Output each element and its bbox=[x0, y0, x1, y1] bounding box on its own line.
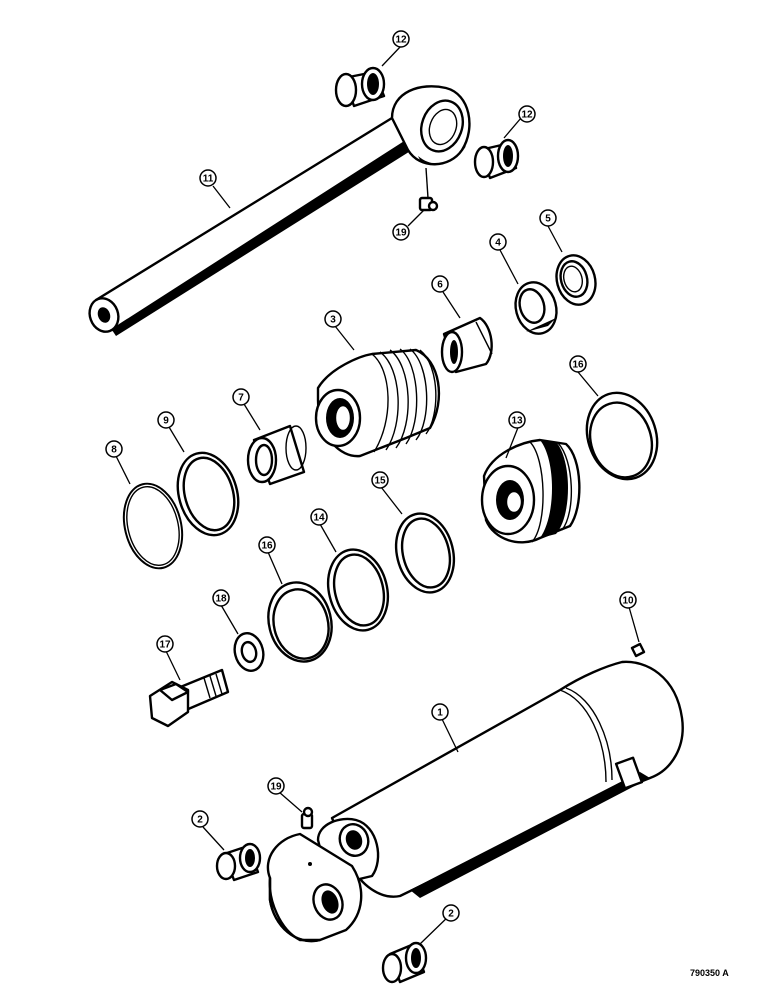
cylinder-barrel bbox=[266, 660, 684, 943]
wear-ring-16-upper bbox=[585, 391, 659, 481]
callout-16-upper: 16 bbox=[569, 355, 587, 373]
svg-text:6: 6 bbox=[437, 280, 443, 291]
callout-16-lower: 16 bbox=[258, 536, 276, 554]
svg-text:17: 17 bbox=[159, 640, 171, 651]
callout-3: 3 bbox=[324, 310, 342, 328]
svg-text:12: 12 bbox=[395, 35, 407, 46]
svg-text:15: 15 bbox=[374, 476, 386, 487]
callout-6: 6 bbox=[431, 275, 449, 293]
svg-text:2: 2 bbox=[448, 909, 454, 920]
seal-15 bbox=[394, 512, 456, 594]
callout-8: 8 bbox=[105, 440, 123, 458]
plug-10 bbox=[630, 642, 646, 658]
callout-7: 7 bbox=[232, 388, 250, 406]
callout-12-top-left: 12 bbox=[392, 30, 410, 48]
svg-text:8: 8 bbox=[111, 445, 117, 456]
svg-text:16: 16 bbox=[261, 541, 273, 552]
callout-14: 14 bbox=[310, 508, 328, 526]
svg-text:7: 7 bbox=[238, 393, 244, 404]
svg-text:18: 18 bbox=[215, 594, 227, 605]
bushing-bottom-right bbox=[381, 941, 428, 984]
callout-labels: 12 12 11 19 5 4 6 3 bbox=[105, 30, 637, 922]
svg-text:16: 16 bbox=[572, 360, 584, 371]
grease-fitting-top bbox=[418, 196, 439, 212]
svg-text:2: 2 bbox=[197, 815, 203, 826]
callout-5: 5 bbox=[539, 209, 557, 227]
grease-fitting-bottom bbox=[300, 806, 314, 830]
leader-lines bbox=[115, 45, 640, 945]
callout-10: 10 bbox=[619, 591, 637, 609]
seal-14 bbox=[326, 548, 390, 632]
svg-text:11: 11 bbox=[203, 174, 214, 185]
callout-18: 18 bbox=[212, 589, 230, 607]
svg-text:1: 1 bbox=[437, 708, 443, 719]
bushing-bottom-left bbox=[215, 842, 262, 882]
svg-text:12: 12 bbox=[521, 110, 533, 121]
o-ring-8 bbox=[122, 482, 184, 570]
callout-19-bottom: 19 bbox=[267, 777, 285, 795]
svg-text:19: 19 bbox=[270, 782, 282, 793]
piston-rod bbox=[88, 85, 471, 336]
piston bbox=[480, 438, 581, 544]
bushing-top-right bbox=[473, 138, 520, 180]
svg-text:13: 13 bbox=[511, 416, 523, 427]
svg-text:10: 10 bbox=[622, 596, 634, 607]
ring-5 bbox=[555, 254, 597, 306]
backup-ring-9 bbox=[176, 451, 240, 537]
washer-18 bbox=[233, 632, 265, 672]
svg-text:4: 4 bbox=[495, 238, 501, 249]
callout-12-top-right: 12 bbox=[518, 105, 536, 123]
callout-4: 4 bbox=[489, 233, 507, 251]
callout-11: 11 bbox=[199, 169, 217, 187]
callout-2-right: 2 bbox=[442, 904, 460, 922]
wear-ring-small bbox=[440, 316, 493, 374]
callout-15: 15 bbox=[371, 471, 389, 489]
callout-19-top: 19 bbox=[392, 223, 410, 241]
callout-1: 1 bbox=[431, 703, 449, 721]
bolt-17 bbox=[148, 668, 230, 728]
bushing-top-left bbox=[334, 66, 386, 108]
svg-text:3: 3 bbox=[330, 315, 336, 326]
svg-text:5: 5 bbox=[545, 214, 551, 225]
drawing-number: 790350 A bbox=[690, 968, 729, 978]
wear-ring-16-lower bbox=[267, 581, 333, 663]
svg-text:9: 9 bbox=[163, 416, 169, 427]
callout-2-left: 2 bbox=[191, 810, 209, 828]
callout-17: 17 bbox=[156, 635, 174, 653]
svg-text:14: 14 bbox=[313, 513, 325, 524]
svg-text:19: 19 bbox=[395, 228, 407, 239]
callout-9: 9 bbox=[157, 411, 175, 429]
seal-7 bbox=[246, 424, 307, 486]
washer-4 bbox=[514, 281, 558, 335]
gland bbox=[314, 348, 441, 458]
callout-13: 13 bbox=[508, 411, 526, 429]
